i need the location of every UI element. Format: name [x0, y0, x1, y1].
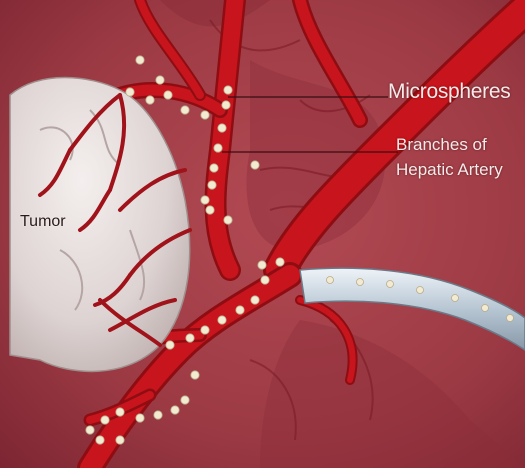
microsphere [236, 306, 244, 314]
microsphere [327, 277, 334, 284]
microsphere [86, 426, 94, 434]
microsphere [214, 144, 222, 152]
microsphere [126, 88, 134, 96]
microsphere [116, 408, 124, 416]
microsphere [224, 216, 232, 224]
branches-label-line1: Branches of [396, 135, 487, 155]
microsphere [154, 411, 162, 419]
microsphere [201, 196, 209, 204]
microsphere [417, 287, 424, 294]
microsphere [507, 315, 514, 322]
microsphere [136, 56, 144, 64]
microsphere [96, 436, 104, 444]
microsphere [186, 334, 194, 342]
microsphere [201, 111, 209, 119]
microsphere [222, 101, 230, 109]
branches-label-line2: Hepatic Artery [396, 160, 503, 180]
microsphere [101, 416, 109, 424]
microsphere [251, 296, 259, 304]
microsphere [181, 106, 189, 114]
microsphere [261, 276, 269, 284]
microsphere [224, 86, 232, 94]
microsphere [387, 281, 394, 288]
microspheres-label: Microspheres [388, 80, 510, 104]
microsphere [136, 414, 144, 422]
microsphere [218, 316, 226, 324]
microsphere [156, 76, 164, 84]
microsphere [210, 164, 218, 172]
microsphere [164, 91, 172, 99]
microsphere [171, 406, 179, 414]
microsphere [181, 396, 189, 404]
microsphere [276, 258, 284, 266]
microsphere [206, 206, 214, 214]
microsphere [452, 295, 459, 302]
microsphere [146, 96, 154, 104]
tumor-label: Tumor [20, 213, 66, 231]
microsphere [251, 161, 259, 169]
microsphere [201, 326, 209, 334]
microsphere [208, 181, 216, 189]
microsphere [357, 279, 364, 286]
microsphere [116, 436, 124, 444]
microsphere [218, 124, 226, 132]
microsphere [191, 371, 199, 379]
microsphere [166, 341, 174, 349]
microsphere [482, 305, 489, 312]
microsphere [258, 261, 266, 269]
